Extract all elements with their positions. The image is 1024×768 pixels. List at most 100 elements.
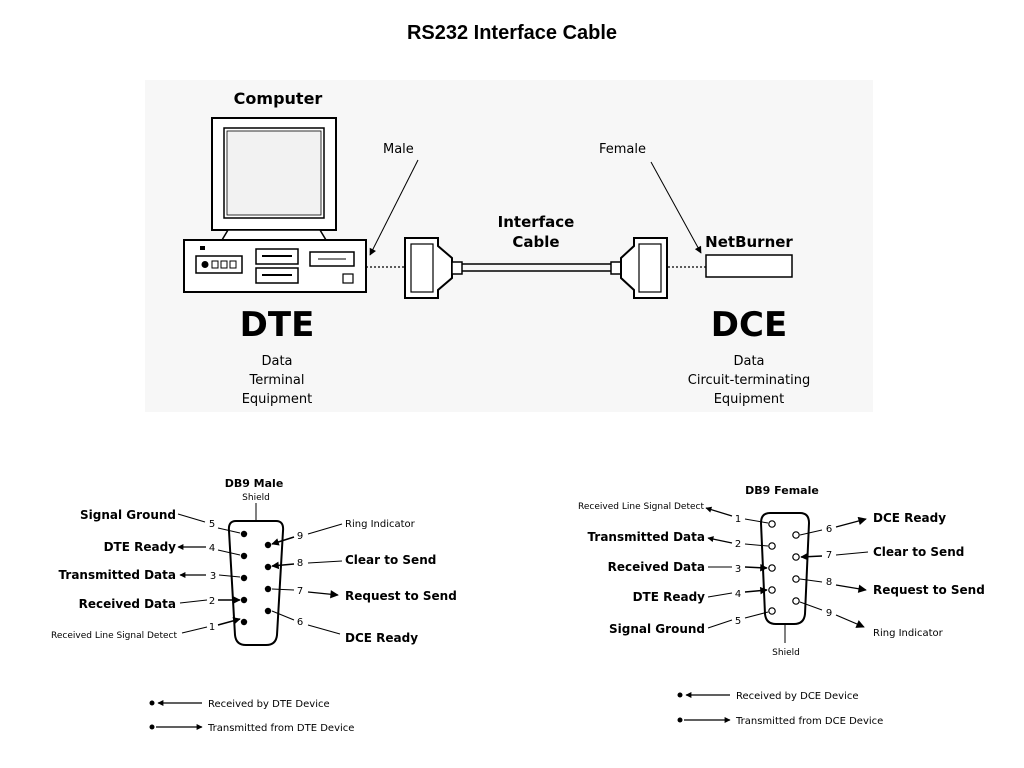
female-label-received-data: Received Data [608,560,705,574]
male-label-transmitted-data: Transmitted Data [59,568,176,582]
female-arrow-dte-ready [744,586,768,595]
male-arrow-request-to-send [307,590,339,599]
male-pin-num-3: 3 [210,571,216,582]
male-label: Male [383,142,414,157]
female-legend-transmitted: Transmitted from DCE Device [735,716,883,727]
legend-dot-icon [149,700,155,706]
male-line-dte-ready-inner [217,549,241,556]
male-pin-num-4: 4 [209,543,215,554]
male-pin-4 [240,552,248,560]
male-line-rlsd [181,626,208,634]
female-pin-num-8: 8 [826,577,832,588]
male-line-dce-ready-inner [271,610,295,621]
male-line-signal-ground-inner [217,527,241,534]
male-pin-5 [240,530,248,538]
db9-female-title: DB9 Female [745,484,819,497]
dte-desc-line1: Data [261,354,292,369]
male-line-dce-ready [307,624,341,635]
female-pin-5 [768,607,776,615]
male-label-signal-ground: Signal Ground [80,508,176,522]
female-line-signal-ground [707,619,733,629]
dce-desc-line2: Circuit-terminating [688,373,810,388]
cable-label-line1: Interface [498,213,575,231]
male-pin-num-8: 8 [297,558,303,569]
male-line-transmitted-data-inner [218,574,241,578]
page-title: RS232 Interface Cable [406,22,618,44]
db9-female-connector-shell [759,512,811,625]
female-arrow-transmitted-data [707,536,733,544]
male-pointer-arrow [369,159,419,256]
male-line-ring-indicator [307,523,343,535]
male-label-dte-ready: DTE Ready [104,540,177,554]
female-line-dce-ready-inner [799,529,823,536]
dce-desc-line1: Data [733,354,764,369]
male-pin-num-6: 6 [297,617,303,628]
male-label-rlsd: Received Line Signal Detect [51,631,177,641]
female-label-dte-ready: DTE Ready [633,590,706,604]
male-line-received-data [179,599,208,604]
db9-female-shield-label: Shield [772,648,800,658]
male-pin-num-2: 2 [209,596,215,607]
male-arrow-ring-indicator [271,536,295,546]
male-pin-num-1: 1 [209,622,215,633]
female-arrow-clear-to-send [800,552,823,561]
female-pin-4 [768,586,776,594]
dce-desc-line3: Equipment [714,392,785,407]
female-pin-num-6: 6 [826,524,832,535]
legend-dot-icon [149,724,155,730]
netburner-label: NetBurner [705,233,793,251]
female-pin-2 [768,542,776,550]
male-label-received-data: Received Data [79,597,176,611]
male-arrow-clear-to-send [271,561,295,570]
computer-box-icon [183,239,367,293]
female-label: Female [599,142,646,157]
interface-cable-icon [404,237,668,299]
female-arrow-rlsd [705,506,733,517]
db9-female-diagram: DB9 Female Shield 1 2 3 4 5 6 7 8 9 [578,484,985,727]
male-pin-6 [264,607,272,615]
male-label-ring-indicator: Ring Indicator [345,519,416,530]
female-line-signal-ground-inner [744,611,769,619]
female-arrow-dce-ready [835,516,867,528]
female-pointer-arrow [650,161,702,254]
female-pin-7 [792,553,800,561]
female-pin-6 [792,531,800,539]
female-label-transmitted-data: Transmitted Data [588,530,705,544]
female-pin-1 [768,520,776,528]
db9-male-connector-shell [227,520,285,646]
female-legend: Received by DCE Device Transmitted from … [677,691,883,727]
male-legend-received: Received by DTE Device [208,699,330,710]
female-line-transmitted-data-inner [744,543,769,547]
male-line-clear-to-send [307,560,343,564]
female-pin-num-4: 4 [735,589,741,600]
male-pin-num-9: 9 [297,531,303,542]
female-line-rlsd-inner [744,518,769,524]
computer-label: Computer [234,89,323,108]
db9-male-title: DB9 Male [225,477,284,490]
female-line-ring-inner [799,601,823,611]
male-pin-num-7: 7 [297,586,303,597]
legend-dot-icon [677,717,683,723]
female-label-rlsd: Received Line Signal Detect [578,502,704,512]
db9-male-diagram: DB9 Male Shield 5 4 3 2 1 9 8 7 6 [51,477,457,734]
female-label-ring-indicator: Ring Indicator [873,628,944,639]
female-label-dce-ready: DCE Ready [873,511,946,525]
male-label-clear-to-send: Clear to Send [345,553,436,567]
female-label-request-to-send: Request to Send [873,583,985,597]
female-line-rts-inner [799,578,823,583]
female-label-signal-ground: Signal Ground [609,622,705,636]
dte-desc-line3: Equipment [242,392,313,407]
female-pin-num-7: 7 [826,550,832,561]
dce-abbreviation: DCE [711,305,787,345]
female-pin-3 [768,564,776,572]
computer-diagram: Computer [183,89,367,293]
cable-label-line2: Cable [512,233,559,251]
monitor-icon [211,117,337,241]
dte-abbreviation: DTE [240,305,315,345]
female-arrow-ring-indicator [835,614,865,628]
male-pin-1 [240,618,248,626]
male-pin-2 [240,596,248,604]
female-legend-received: Received by DCE Device [736,691,859,702]
female-pin-num-1: 1 [735,514,741,525]
